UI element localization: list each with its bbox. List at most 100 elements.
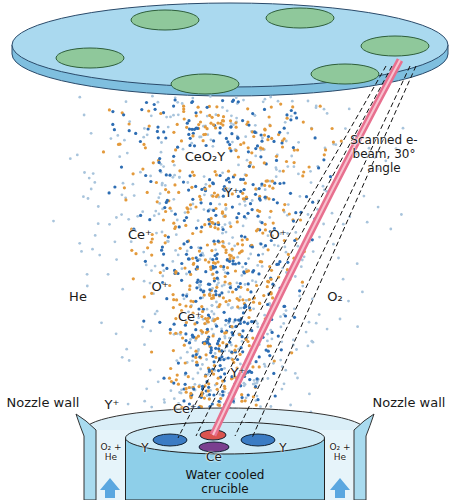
vapor-particle	[225, 137, 228, 140]
vapor-particle	[163, 206, 166, 209]
vapor-particle	[215, 286, 218, 289]
vapor-particle	[275, 159, 278, 162]
vapor-particle	[231, 248, 234, 251]
vapor-particle	[293, 316, 296, 319]
vapor-particle	[179, 331, 182, 334]
vapor-particle	[155, 232, 158, 235]
vapor-particle	[266, 285, 269, 288]
vapor-particle	[128, 359, 131, 362]
vapor-particle	[143, 127, 146, 130]
vapor-particle	[305, 244, 308, 247]
vapor-particle	[305, 331, 308, 334]
vapor-particle	[211, 258, 214, 261]
vapor-particle	[283, 382, 286, 385]
vapor-particle	[242, 141, 245, 144]
vapor-particle	[182, 399, 185, 402]
vapor-particle	[262, 294, 265, 297]
vapor-particle	[188, 288, 191, 291]
vapor-particle	[150, 350, 153, 353]
vapor-particle	[323, 189, 326, 192]
substrate-group	[56, 8, 429, 94]
vapor-particle	[144, 260, 147, 263]
vapor-particle	[286, 117, 289, 120]
vapor-particle	[222, 119, 225, 122]
vapor-particle	[206, 328, 209, 331]
vapor-particle	[258, 187, 261, 190]
vapor-particle	[200, 188, 203, 191]
vapor-particle	[181, 102, 184, 105]
vapor-particle	[98, 254, 101, 257]
vapor-particle	[271, 331, 274, 334]
vapor-particle	[213, 360, 216, 363]
vapor-particle	[248, 298, 251, 301]
vapor-particle	[318, 313, 321, 316]
vapor-particle	[266, 333, 269, 336]
vapor-particle	[233, 173, 236, 176]
vapor-particle	[305, 195, 308, 198]
vapor-particle	[313, 217, 316, 220]
vapor-particle	[229, 119, 232, 122]
vapor-particle	[169, 332, 172, 335]
vapor-particle	[125, 348, 128, 351]
vapor-particle	[209, 95, 212, 98]
vapor-particle	[167, 240, 170, 243]
vapor-particle	[185, 321, 188, 324]
vapor-particle	[173, 164, 176, 167]
vapor-particle	[205, 353, 208, 356]
vapor-particle	[323, 153, 326, 156]
vapor-particle	[189, 338, 192, 341]
vapor-particle	[176, 374, 179, 377]
vapor-particle	[281, 365, 284, 368]
vapor-particle	[294, 372, 297, 375]
vapor-particle	[251, 337, 254, 340]
vapor-particle	[215, 271, 218, 274]
vapor-particle	[339, 318, 342, 321]
vapor-particle	[165, 116, 168, 119]
vapor-particle	[179, 247, 182, 250]
vapor-particle	[186, 250, 189, 253]
vapor-particle	[176, 219, 179, 222]
vapor-particle	[240, 250, 243, 253]
electron-beam	[213, 60, 400, 435]
vapor-particle	[308, 393, 311, 396]
vapor-particle	[244, 399, 247, 402]
vapor-particle	[244, 305, 247, 308]
vapor-particle	[242, 99, 245, 102]
vapor-particle	[268, 115, 271, 118]
vapor-particle	[263, 184, 266, 187]
vapor-particle	[132, 183, 135, 186]
vapor-plume	[52, 95, 404, 427]
vapor-particle	[143, 295, 146, 298]
vapor-particle	[206, 319, 209, 322]
vapor-particle	[264, 317, 267, 320]
vapor-particle	[230, 132, 233, 135]
vapor-particle	[263, 314, 266, 317]
vapor-particle	[247, 146, 250, 149]
vapor-particle	[173, 183, 176, 186]
vapor-particle	[211, 273, 214, 276]
text-label: Ce⁺	[173, 402, 197, 417]
vapor-particle	[217, 227, 220, 230]
vapor-particle	[156, 126, 159, 129]
vapor-particle	[203, 193, 206, 196]
vapor-particle	[169, 116, 172, 119]
text-label: Scanned e-beam, 30° angle	[348, 134, 420, 175]
vapor-particle	[202, 290, 205, 293]
vapor-particle	[226, 266, 229, 269]
vapor-particle	[251, 270, 254, 273]
vapor-particle	[332, 141, 335, 144]
vapor-particle	[231, 290, 234, 293]
vapor-particle	[235, 216, 238, 219]
vapor-particle	[290, 109, 293, 112]
melt-pool	[200, 430, 226, 440]
vapor-particle	[309, 170, 312, 173]
vapor-particle	[213, 191, 216, 194]
vapor-particle	[156, 130, 159, 133]
vapor-particle	[214, 265, 217, 268]
vapor-particle	[225, 231, 228, 234]
vapor-particle	[76, 154, 79, 157]
vapor-particle	[161, 246, 164, 249]
vapor-particle	[264, 188, 267, 191]
vapor-particle	[237, 155, 240, 158]
vapor-particle	[235, 288, 238, 291]
